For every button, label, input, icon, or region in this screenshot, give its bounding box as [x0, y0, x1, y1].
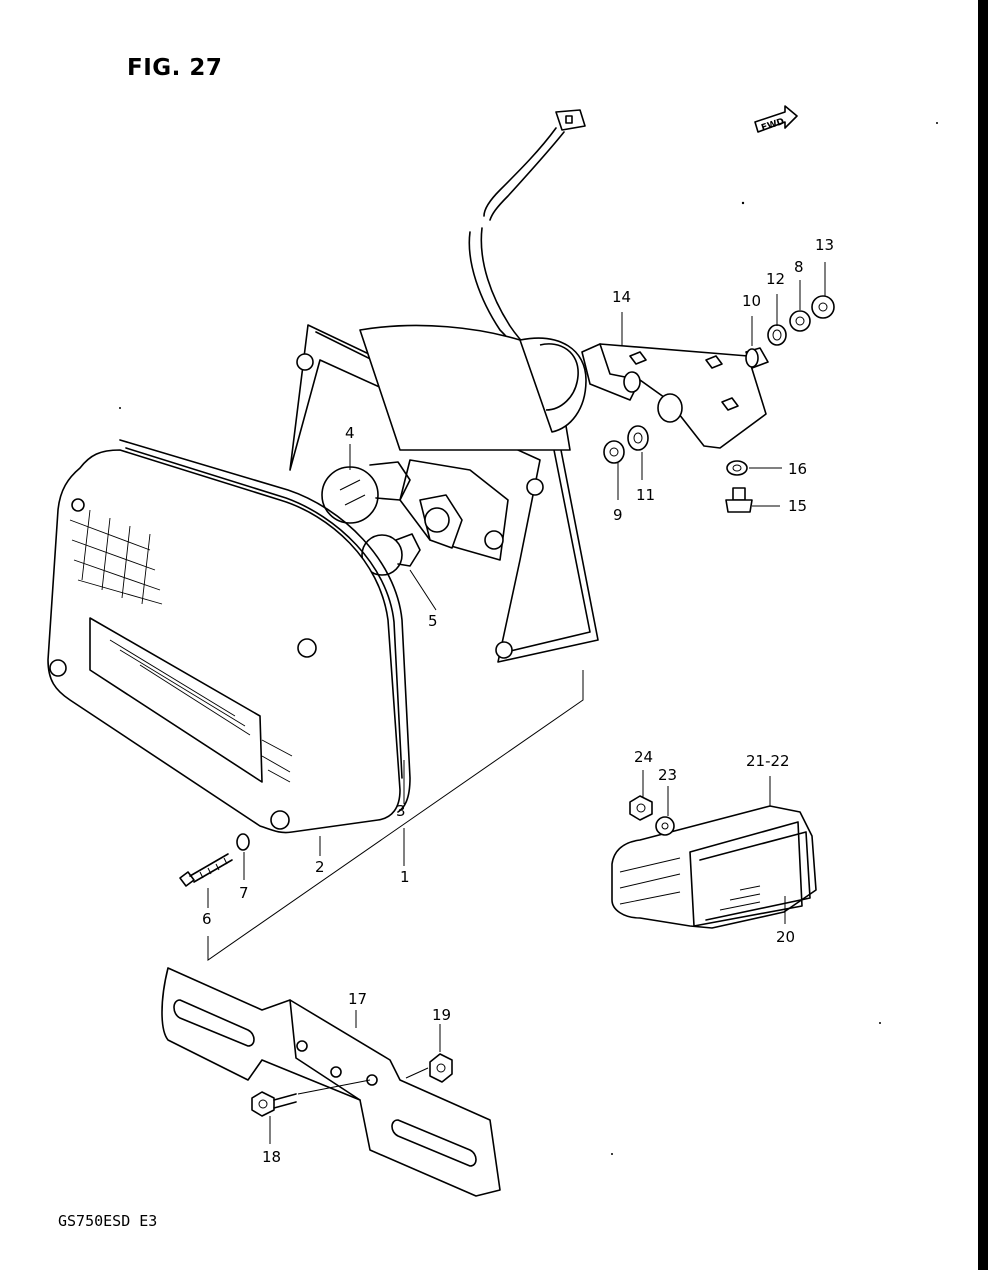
nut-24: [629, 795, 653, 821]
callout-16: 16: [788, 460, 807, 478]
washer-12: [767, 324, 787, 346]
washer-11: [627, 425, 649, 451]
callout-14: 14: [612, 288, 631, 306]
callout-24: 24: [634, 748, 653, 766]
nut-13: [811, 295, 835, 319]
washer-8: [789, 310, 811, 332]
callout-9: 9: [613, 506, 623, 524]
callout-11: 11: [636, 486, 655, 504]
callout-18: 18: [262, 1148, 281, 1166]
callout-10: 10: [742, 292, 761, 310]
leader-lines: [207, 262, 826, 1144]
bolt-15: [725, 487, 753, 513]
nut-19: [429, 1053, 453, 1083]
lamp-lens: [47, 439, 411, 834]
washer-9: [603, 440, 625, 464]
callout-13: 13: [815, 236, 834, 254]
license-bracket-17: [161, 967, 501, 1197]
callout-19: 19: [432, 1006, 451, 1024]
callout-5: 5: [428, 612, 438, 630]
scan-specks: [119, 122, 938, 1155]
model-code: GS750ESD E3: [58, 1212, 158, 1230]
figure-title: FIG. 27: [127, 55, 223, 81]
callout-23: 23: [658, 766, 677, 784]
callout-21-22: 21-22: [746, 752, 790, 770]
page-edge-rule: [978, 0, 988, 1270]
callout-3: 3: [396, 802, 406, 820]
callout-17: 17: [348, 990, 367, 1008]
wiring-harness: [468, 109, 586, 353]
callout-1: 1: [400, 868, 410, 886]
callout-7: 7: [239, 884, 249, 902]
screw-6: [179, 853, 233, 887]
callout-2: 2: [315, 858, 325, 876]
callout-6: 6: [202, 910, 212, 928]
bracket-14: [581, 343, 767, 449]
callout-20: 20: [776, 928, 795, 946]
callout-12: 12: [766, 270, 785, 288]
callout-labels: 1 2 3 4 5 6 7 8 9 10 11 12 13 14 15 16 1…: [202, 236, 834, 1166]
washer-16: [726, 460, 748, 476]
washer-23: [655, 816, 675, 836]
washer-7: [236, 833, 250, 851]
callout-4: 4: [345, 424, 355, 442]
callout-15: 15: [788, 497, 807, 515]
callout-8: 8: [794, 258, 804, 276]
reflector-21-22: [611, 805, 817, 929]
fwd-arrow-icon: FWD: [754, 105, 798, 134]
bolt-18: [251, 1091, 297, 1117]
collar-10: [745, 347, 769, 369]
lamp-housing: [289, 324, 599, 663]
